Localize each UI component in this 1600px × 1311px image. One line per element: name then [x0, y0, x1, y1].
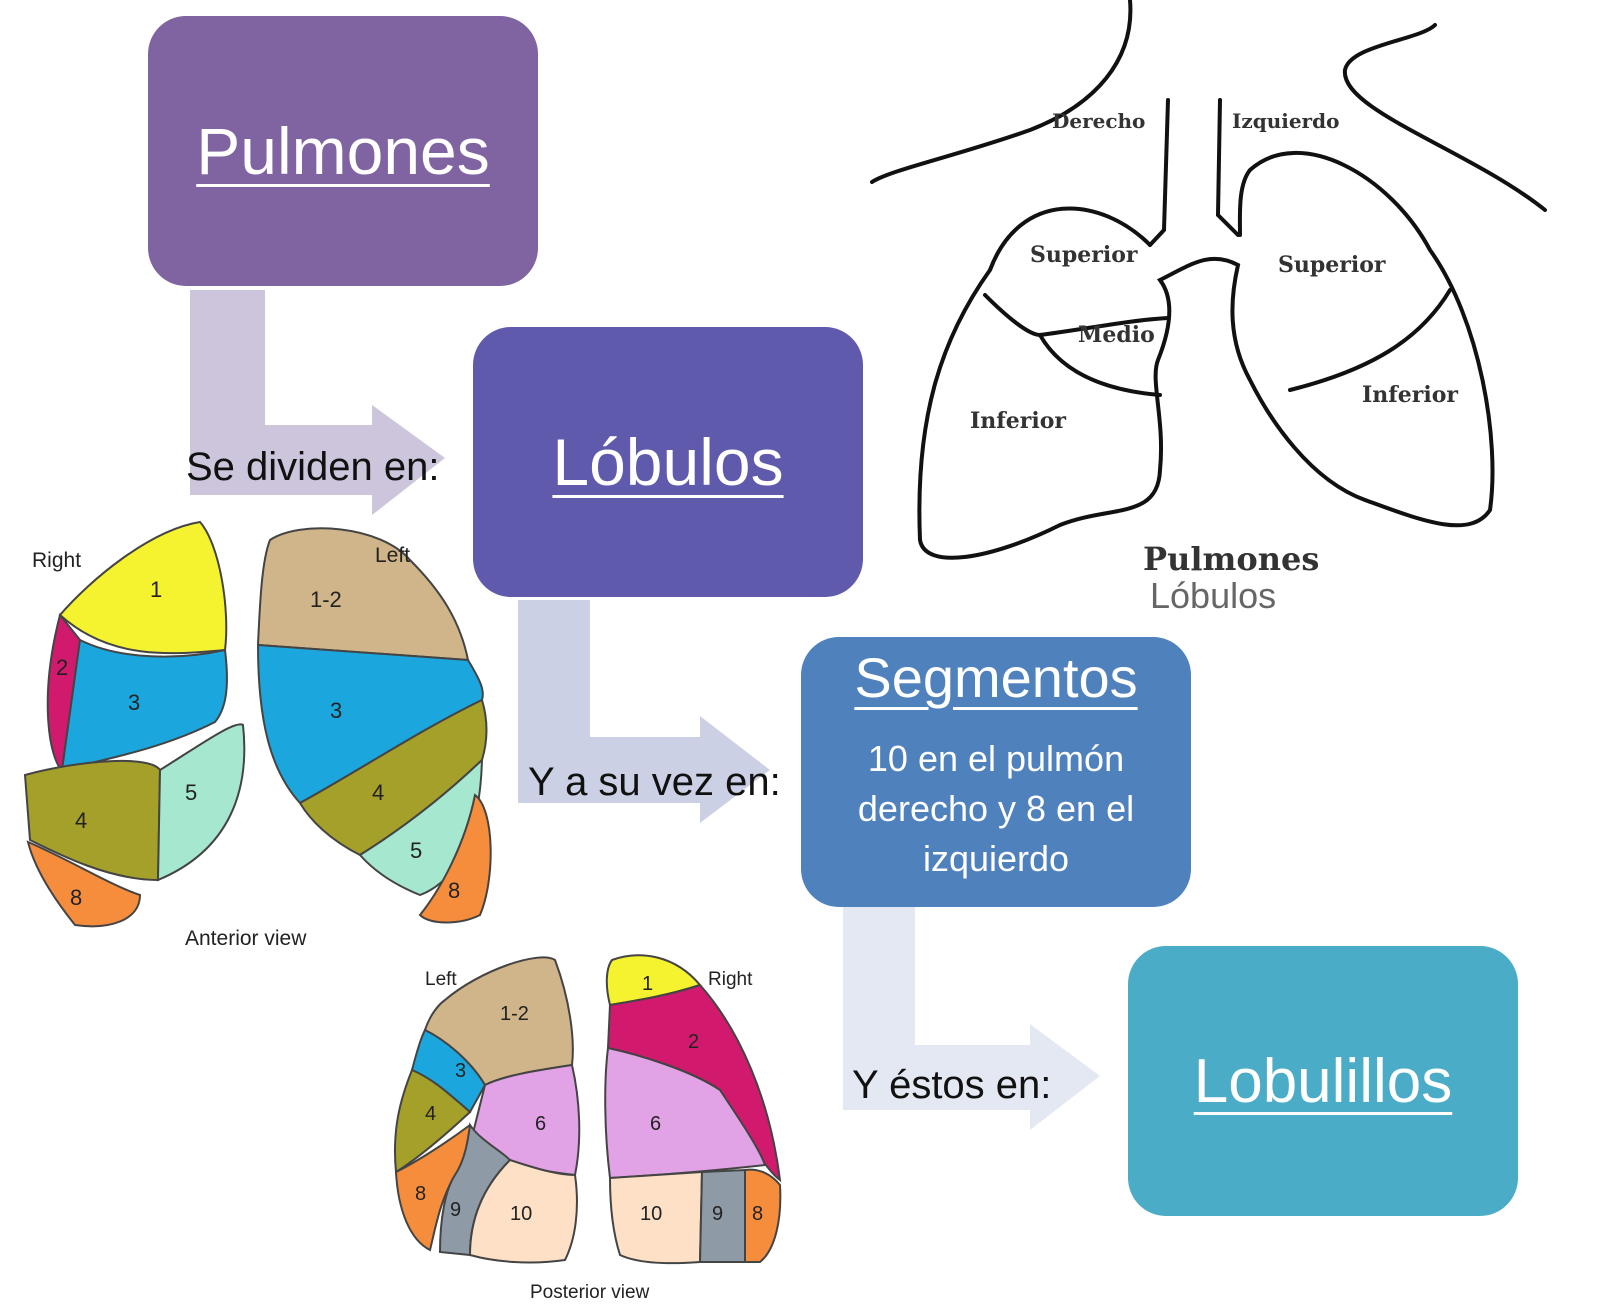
caption-lobulos: Lóbulos [1150, 575, 1276, 616]
ant-seg-3-left: 3 [330, 698, 342, 723]
post-seg-3: 3 [455, 1060, 466, 1082]
arrow-lobulos-segmentos [518, 600, 770, 823]
post-seg-1-right: 1 [642, 973, 653, 995]
ant-seg-5: 5 [185, 780, 197, 805]
label-right-superior: Superior [1030, 242, 1138, 268]
box-lobulos: Lóbulos [473, 327, 863, 597]
box-pulmones-title[interactable]: Pulmones [196, 114, 490, 188]
ant-seg-1-2: 1-2 [310, 587, 342, 612]
post-seg-10-right: 10 [640, 1203, 662, 1225]
ant-right-label: Right [32, 549, 81, 572]
connector-label-3: Y éstos en: [852, 1063, 1052, 1107]
box-segmentos-title[interactable]: Segmentos [854, 646, 1138, 709]
post-seg-2-right: 2 [688, 1031, 699, 1053]
ant-seg-8-left: 8 [448, 878, 460, 903]
ant-seg-1: 1 [150, 577, 162, 602]
ant-left-label: Left [375, 544, 410, 567]
label-derecho: Derecho [1052, 109, 1145, 133]
caption-pulmones: Pulmones [1143, 540, 1319, 578]
connector-label-2: Y a su vez en: [528, 760, 781, 804]
post-seg-8: 8 [415, 1183, 426, 1205]
box-lobulillos-title[interactable]: Lobulillos [1193, 1046, 1453, 1116]
post-seg-6-right: 6 [650, 1113, 661, 1135]
ant-seg-4: 4 [75, 808, 87, 833]
ant-seg-4-left: 4 [372, 780, 384, 805]
label-left-superior: Superior [1278, 252, 1386, 278]
post-left-label: Left [425, 969, 457, 990]
label-right-inferior: Inferior [970, 408, 1066, 434]
post-caption: Posterior view [530, 1282, 650, 1303]
box-lobulos-title[interactable]: Lóbulos [552, 425, 784, 499]
ant-seg-5-left: 5 [410, 838, 422, 863]
label-right-medio: Medio [1078, 322, 1155, 348]
ant-seg-3: 3 [128, 690, 140, 715]
ant-seg-2: 2 [56, 655, 68, 680]
arrow-segmentos-lobulillos [843, 907, 1100, 1130]
post-right-label: Right [708, 969, 753, 990]
box-pulmones: Pulmones [148, 16, 538, 286]
label-left-inferior: Inferior [1362, 382, 1458, 408]
post-seg-9-right: 9 [712, 1203, 723, 1225]
post-seg-1-2: 1-2 [500, 1003, 529, 1025]
connector-label-1: Se dividen en: [186, 445, 440, 489]
post-seg-6: 6 [535, 1113, 546, 1135]
post-seg-4: 4 [425, 1103, 436, 1125]
ant-seg-8: 8 [70, 885, 82, 910]
post-seg-9: 9 [450, 1199, 461, 1221]
box-lobulillos: Lobulillos [1128, 946, 1518, 1216]
arrow-pulmones-lobulos [190, 290, 445, 515]
label-izquierdo: Izquierdo [1232, 109, 1339, 133]
box-segmentos-desc: 10 en el pulmón derecho y 8 en el izquie… [857, 738, 1135, 879]
box-segmentos: Segmentos 10 en el pulmón derecho y 8 en… [801, 637, 1191, 907]
ant-caption: Anterior view [185, 927, 307, 950]
post-seg-8-right: 8 [752, 1203, 763, 1225]
post-seg-10: 10 [510, 1203, 532, 1225]
